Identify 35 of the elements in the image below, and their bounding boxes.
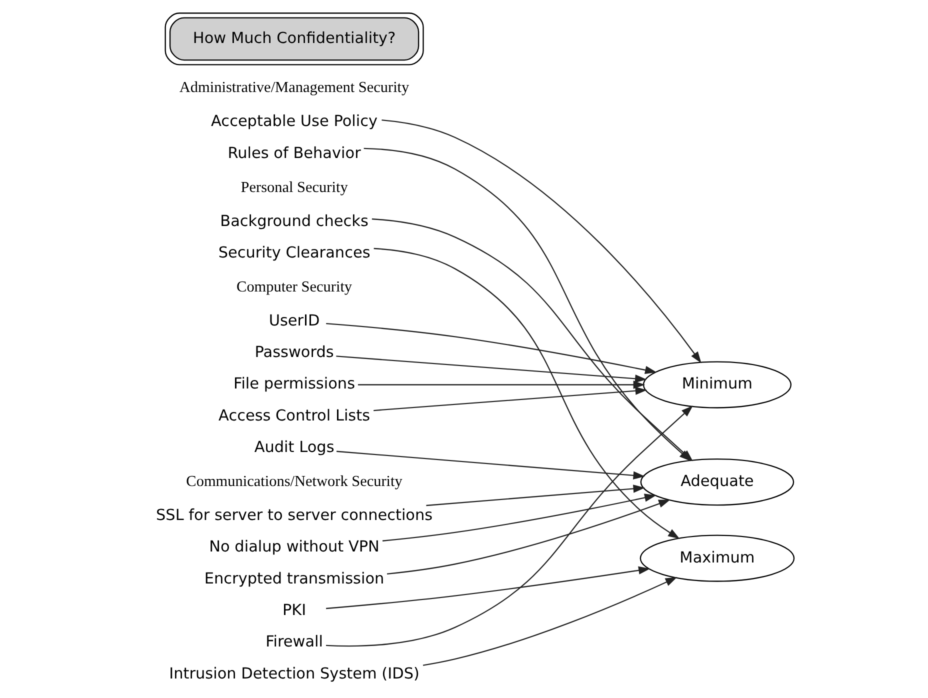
arrow	[382, 119, 702, 364]
arrow	[374, 386, 648, 412]
label: Administrative/Management Security	[179, 79, 410, 96]
node-text: Encrypted transmission	[204, 569, 384, 588]
node-text: Access Control Lists	[218, 406, 370, 424]
arrow	[326, 323, 657, 374]
arrow	[358, 380, 646, 389]
arrow	[374, 248, 680, 539]
label: Communications/Network Security	[186, 473, 402, 490]
node-text: Audit Logs	[254, 438, 334, 456]
arrow	[426, 484, 645, 506]
node-text: No dialup without VPN	[209, 538, 380, 556]
arrow	[336, 356, 647, 383]
label: Personal Security	[240, 178, 348, 196]
node-text: Intrusion Detection System (IDS)	[169, 664, 420, 682]
node-text: Rules of Behavior	[228, 144, 361, 162]
node-text: Passwords	[254, 343, 334, 362]
node-text: Security Clearances	[218, 243, 370, 262]
node-text: PKI	[282, 601, 306, 619]
node-box: How Much Confidentiality?	[164, 12, 424, 66]
arrow	[336, 450, 646, 480]
arrow	[326, 406, 694, 647]
node-text: Acceptable Use Policy	[211, 112, 378, 130]
node-text: File permissions	[234, 374, 356, 393]
node-text: UserID	[268, 311, 320, 330]
node-text: Firewall	[266, 632, 324, 651]
label: Computer Security	[236, 278, 352, 296]
arrow	[386, 500, 670, 574]
node-text: Background checks	[220, 212, 368, 230]
arrow	[326, 566, 650, 610]
arrow	[382, 494, 656, 542]
node-ellipse: Adequate	[640, 458, 794, 506]
node-text: SSL for server to server connections	[156, 506, 433, 524]
arrow	[422, 577, 678, 666]
node-ellipse: Maximum	[640, 534, 795, 582]
